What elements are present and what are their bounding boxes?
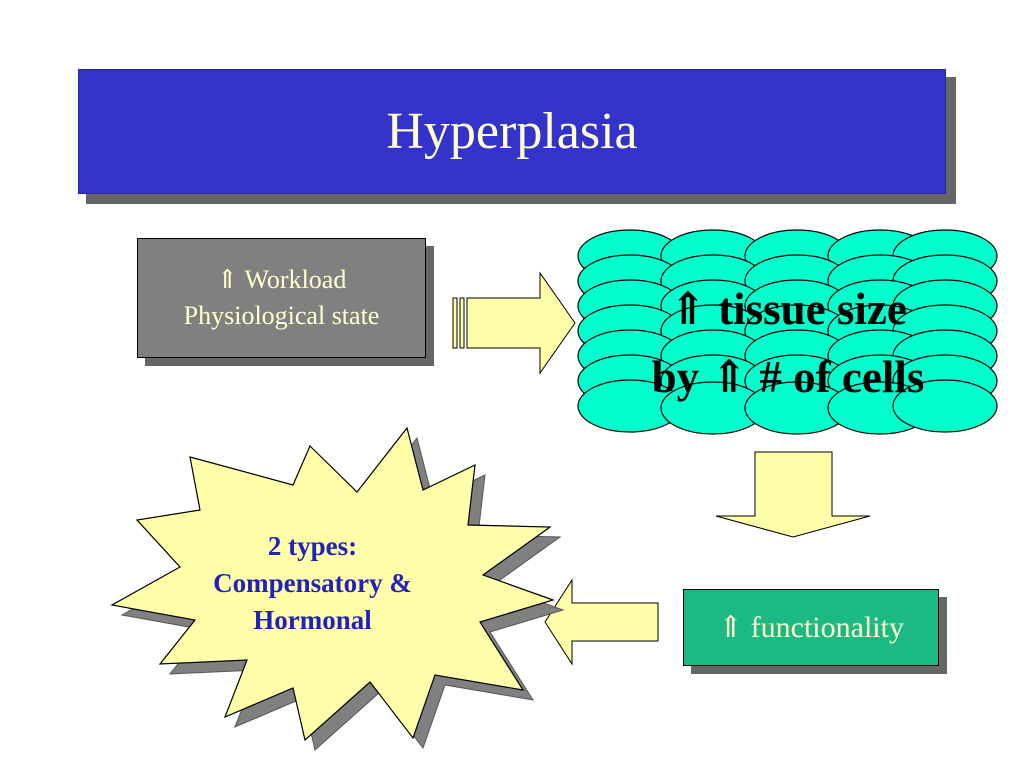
- tissue-size-text: ⇑ tissue size by ⇑ # of cells: [578, 275, 998, 411]
- page-title: Hyperplasia: [386, 103, 638, 160]
- cell-cluster: [577, 229, 998, 435]
- tissue-line-1: ⇑ tissue size: [669, 284, 907, 334]
- title-banner: Hyperplasia: [78, 69, 946, 194]
- burst-line-1: 2 types:: [267, 531, 358, 561]
- burst-line-2: Compensatory &: [213, 568, 412, 598]
- functionality-label: ⇑ functionality: [718, 611, 904, 644]
- functionality-box: ⇑ functionality: [683, 589, 939, 666]
- burst-line-3: Hormonal: [253, 605, 372, 635]
- workload-line-1: ⇑ Workload: [216, 264, 347, 294]
- burst-shape: [110, 426, 555, 742]
- tissue-line-2: by ⇑ # of cells: [651, 352, 925, 402]
- workload-box: ⇑ Workload Physiological state: [137, 238, 426, 358]
- arrow-left: [544, 578, 659, 666]
- workload-line-2: Physiological state: [183, 301, 380, 330]
- arrow-down: [715, 451, 871, 538]
- burst-text: 2 types: Compensatory & Hormonal: [170, 528, 455, 639]
- arrow-right: [452, 271, 576, 375]
